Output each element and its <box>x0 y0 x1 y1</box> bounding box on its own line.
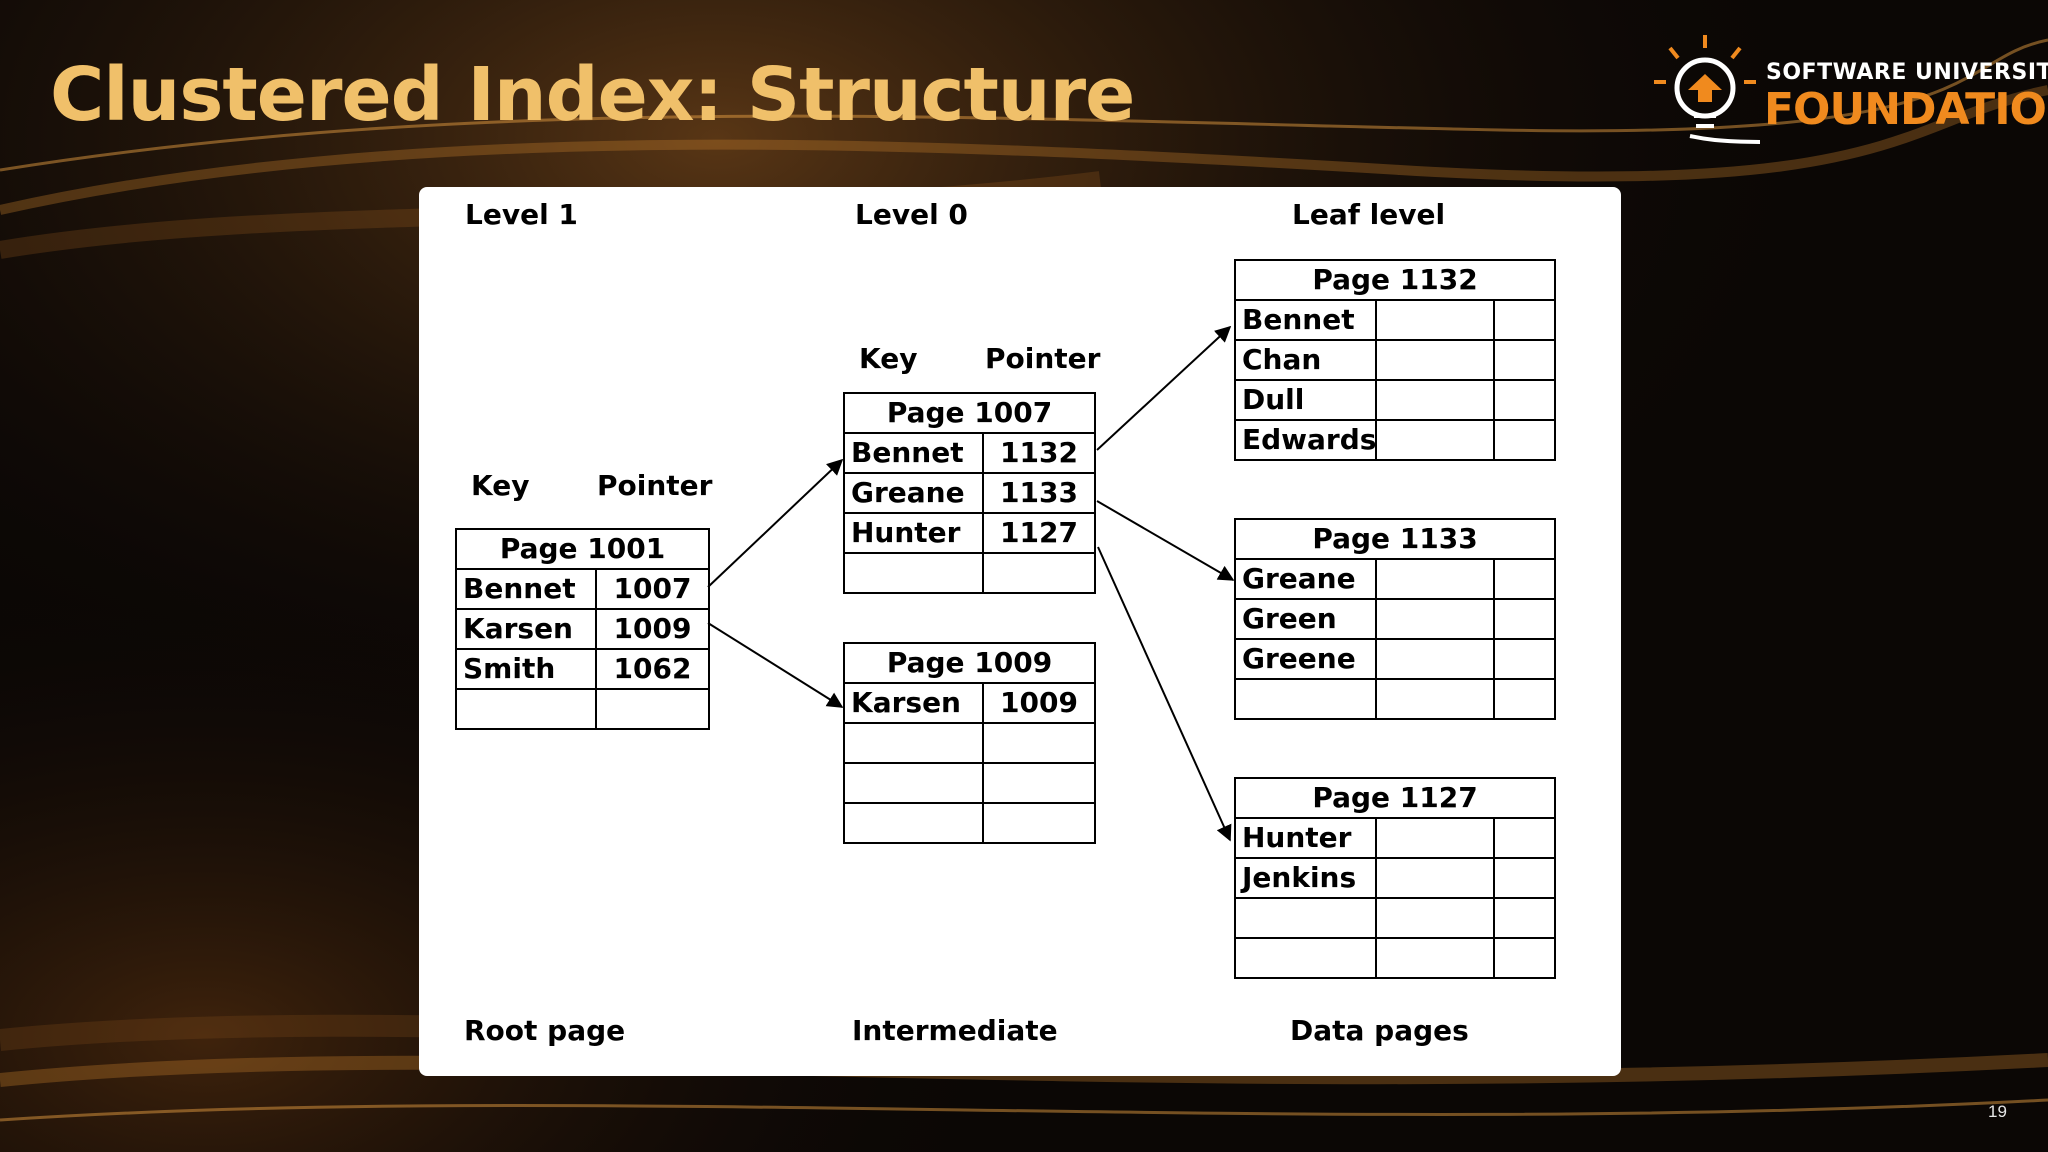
table-row <box>843 802 1096 844</box>
page-title: Page 1133 <box>1233 518 1557 560</box>
pointer-cell: 1132 <box>982 432 1096 474</box>
page-title: Page 1001 <box>455 528 710 570</box>
pointer-cell <box>982 722 1096 764</box>
pointer-cell: 1007 <box>595 568 710 610</box>
table-row: Chan <box>1234 339 1557 381</box>
intermediate-key-header: Key <box>859 342 918 375</box>
pointer-cell <box>595 688 710 730</box>
key-cell <box>1234 937 1377 979</box>
slide-title: Clustered Index: Structure <box>50 52 1135 138</box>
key-cell: Jenkins <box>1234 857 1377 899</box>
pointer-cell <box>982 802 1096 844</box>
level-label-0: Level 0 <box>855 198 968 231</box>
table-row: Green <box>1234 598 1557 640</box>
page-title: Page 1132 <box>1233 259 1557 301</box>
key-cell: Bennet <box>455 568 597 610</box>
pointer-cell: 1133 <box>982 472 1096 514</box>
data-page-1132: Page 1132 Bennet Chan Dull Edwards <box>1233 259 1557 461</box>
pointer-cell: 1062 <box>595 648 710 690</box>
table-row <box>1234 678 1557 720</box>
bottom-label-intermediate: Intermediate <box>852 1014 1058 1047</box>
key-cell: Edwards <box>1234 419 1377 461</box>
logo-text-line2: FOUNDATION <box>1764 84 2048 135</box>
key-cell: Greane <box>1234 558 1377 600</box>
bottom-label-root: Root page <box>464 1014 626 1047</box>
root-key-header: Key <box>471 469 530 502</box>
bottom-label-data: Data pages <box>1290 1014 1469 1047</box>
key-cell: Chan <box>1234 339 1377 381</box>
key-cell: Dull <box>1234 379 1377 421</box>
key-cell <box>843 762 984 804</box>
table-row: Jenkins <box>1234 857 1557 899</box>
logo-text-line1: SOFTWARE UNIVERSITY <box>1766 60 2048 85</box>
table-row <box>1234 897 1557 939</box>
level-label-leaf: Leaf level <box>1292 198 1446 231</box>
slide-page-number: 19 <box>1988 1102 2007 1121</box>
table-row: Dull <box>1234 379 1557 421</box>
table-row <box>843 762 1096 804</box>
table-row <box>1234 937 1557 979</box>
key-cell: Bennet <box>843 432 984 474</box>
key-cell: Greane <box>843 472 984 514</box>
table-row: Edwards <box>1234 419 1557 461</box>
data-page-1133: Page 1133 Greane Green Greene <box>1233 518 1557 720</box>
page-title: Page 1007 <box>843 392 1096 434</box>
diagram-panel: Level 1 Level 0 Leaf level Key Pointer K… <box>419 187 1621 1076</box>
key-cell <box>1234 897 1377 939</box>
key-cell: Greene <box>1234 638 1377 680</box>
pointer-cell <box>982 552 1096 594</box>
level-label-1: Level 1 <box>465 198 578 231</box>
lightbulb-icon <box>1654 35 1760 145</box>
key-cell <box>843 802 984 844</box>
table-row: Greene <box>1234 638 1557 680</box>
table-row: Hunter <box>1234 817 1557 859</box>
table-row <box>843 552 1096 594</box>
table-row <box>455 688 710 730</box>
page-title: Page 1127 <box>1233 777 1557 819</box>
key-cell <box>1234 678 1377 720</box>
table-row: Greane <box>1234 558 1557 600</box>
pointer-cell: 1009 <box>982 682 1096 724</box>
table-row: Bennet <box>1234 299 1557 341</box>
pointer-cell: 1009 <box>595 608 710 650</box>
key-cell: Smith <box>455 648 597 690</box>
pointer-cell: 1127 <box>982 512 1096 554</box>
data-page-1127: Page 1127 Hunter Jenkins <box>1233 777 1557 979</box>
key-cell: Bennet <box>1234 299 1377 341</box>
key-cell <box>843 722 984 764</box>
table-row <box>843 722 1096 764</box>
key-cell: Karsen <box>455 608 597 650</box>
key-cell <box>843 552 984 594</box>
root-pointer-header: Pointer <box>597 469 713 502</box>
key-cell: Hunter <box>843 512 984 554</box>
page-title: Page 1009 <box>843 642 1096 684</box>
pointer-cell <box>982 762 1096 804</box>
key-cell: Green <box>1234 598 1377 640</box>
key-cell: Hunter <box>1234 817 1377 859</box>
intermediate-pointer-header: Pointer <box>985 342 1101 375</box>
key-cell: Karsen <box>843 682 984 724</box>
key-cell <box>455 688 597 730</box>
softuni-logo: SOFTWARE UNIVERSITY FOUNDATION <box>1650 30 2048 160</box>
